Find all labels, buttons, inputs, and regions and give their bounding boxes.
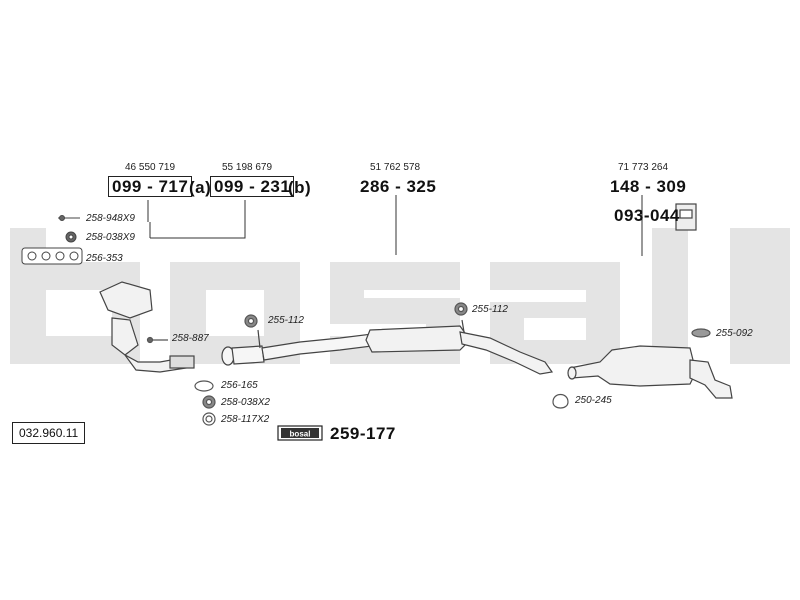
mount-kit-part[interactable]: 259-177 [330,424,396,443]
front-suffix-b: (b) [288,178,312,197]
small-part-1[interactable]: 258-948X9 [86,213,135,224]
small-part-4[interactable]: 258-887 [172,333,209,344]
front-oem-b: 55 198 679 [222,162,273,173]
small-part-9[interactable]: 258-117X2 [221,414,270,425]
middle-oem: 51 762 578 [370,162,421,173]
mount-kit-logo: bosal [290,430,311,439]
middle-part[interactable]: 286 - 325 [360,177,437,196]
mount-kit-box: bosal [277,425,323,441]
front-part-b[interactable]: 099 - 231 [210,176,295,197]
small-part-6[interactable]: 255-112 [472,304,508,315]
small-part-8[interactable]: 258-038X2 [221,397,270,408]
leader-lines [147,195,643,256]
rings-and-clamps [146,302,711,426]
rear-bracket-part[interactable]: 093-044 [614,206,680,225]
small-part-5[interactable]: 255-112 [268,315,304,326]
bracket-icon [675,203,697,231]
rear-part[interactable]: 148 - 309 [610,177,687,196]
middle-silencer [365,319,554,375]
front-oem-a: 46 550 719 [125,162,176,173]
rear-oem: 71 773 264 [618,162,669,173]
bosal-watermark-logo [10,228,790,364]
small-part-10[interactable]: 250-245 [575,395,612,406]
front-suffix-a: (a) [189,178,212,197]
fittings-left [21,215,83,265]
front-part-a[interactable]: 099 - 717 [108,176,193,197]
reference-number: 032.960.11 [12,422,86,444]
small-part-3[interactable]: 256-353 [86,253,123,264]
small-part-7[interactable]: 256-165 [221,380,258,391]
small-part-11[interactable]: 255-092 [716,328,753,339]
small-part-2[interactable]: 258-038X9 [86,232,135,243]
manifold-catalyst [99,281,195,373]
rear-silencer [567,345,733,399]
